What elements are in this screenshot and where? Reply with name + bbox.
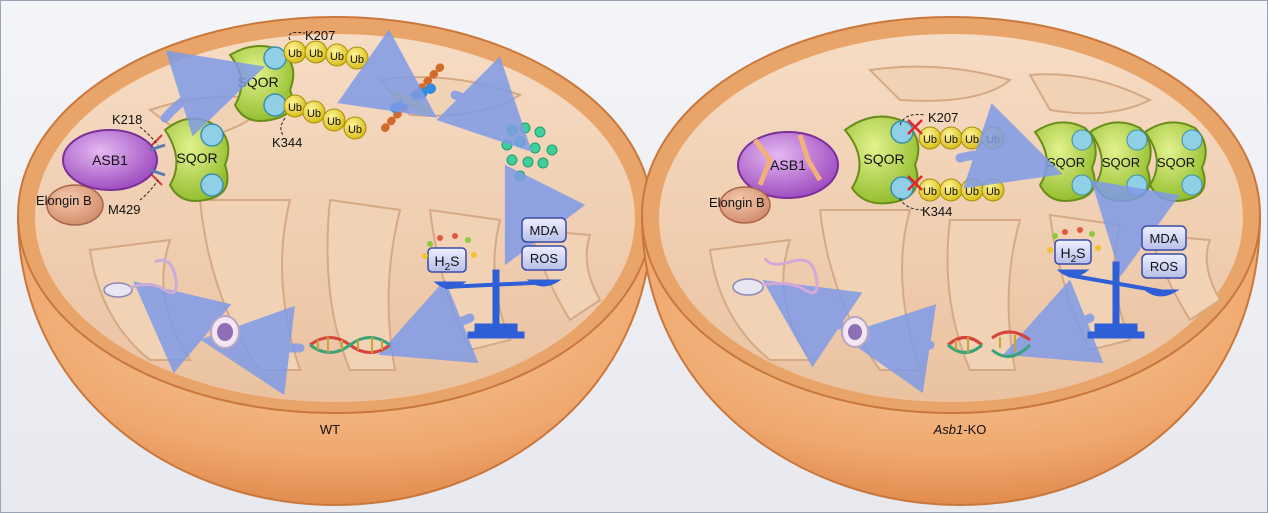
wt-caption: WT: [320, 422, 340, 437]
svg-text:Ub: Ub: [307, 108, 321, 120]
cell-icon-ko: [841, 316, 869, 348]
svg-text:Ub: Ub: [350, 54, 364, 66]
h2s-dots-ko: [1047, 227, 1101, 253]
sperm-icon: [103, 258, 178, 298]
k207-label-wt: K207: [305, 28, 335, 43]
inhibition-x-icon: [907, 119, 923, 191]
svg-text:Ub: Ub: [330, 51, 344, 63]
svg-text:Ub: Ub: [309, 48, 323, 60]
mda-label-wt: MDA: [530, 223, 559, 238]
ros-label-wt: ROS: [530, 251, 559, 266]
balance-scale-icon-ko: [1056, 261, 1180, 339]
flow-arrows-ko: [762, 103, 1180, 394]
mda-box-ko: [1141, 225, 1187, 251]
balance-scale-icon: [433, 269, 562, 339]
asb1-crack-ko: [753, 134, 823, 186]
svg-text:Ub: Ub: [986, 186, 1000, 198]
ros-box-ko: [1141, 253, 1187, 279]
dna-helix-icon-ko: [947, 330, 1032, 358]
elongin-b-blob-ko: [719, 186, 771, 224]
mda-box-wt: [521, 217, 567, 243]
svg-text:Ub: Ub: [944, 134, 958, 146]
flow-arrows-wt: [133, 29, 586, 396]
k207-label-ko: K207: [928, 110, 958, 125]
sqor-bound-pocket-bottom: [200, 173, 224, 197]
dna-helix-icon: [309, 336, 391, 354]
elongin-b-blob: [46, 184, 104, 226]
svg-text:Ub: Ub: [965, 186, 979, 198]
ros-box-wt: [521, 245, 567, 271]
sqor-bound-pocket-top: [200, 123, 224, 147]
svg-text:SQOR: SQOR: [1157, 155, 1195, 170]
svg-text:Ub: Ub: [288, 102, 302, 114]
k344-label-ko: K344: [922, 204, 952, 219]
mda-label-ko: MDA: [1150, 231, 1179, 246]
sqor-ub-label: SQOR: [237, 74, 278, 90]
m429-label: M429: [108, 202, 141, 217]
elongin-b-label-ko: Elongin B: [709, 195, 765, 210]
sqor-main-label-ko: SQOR: [863, 151, 904, 167]
ub-chain-bottom: Ub Ub Ub Ub: [283, 94, 367, 140]
svg-text:Ub: Ub: [923, 186, 937, 198]
svg-text:Ub: Ub: [923, 134, 937, 146]
h2s-dots-wt: [422, 233, 477, 259]
svg-text:Ub: Ub: [944, 186, 958, 198]
h2s-box-wt: [427, 247, 467, 273]
svg-text:Ub: Ub: [288, 48, 302, 60]
svg-text:Ub: Ub: [965, 134, 979, 146]
svg-text:Ub: Ub: [327, 116, 341, 128]
svg-text:Ub: Ub: [986, 134, 1000, 146]
k218-label: K218: [112, 112, 142, 127]
svg-text:Ub: Ub: [348, 124, 362, 136]
asb1-ellipse: [62, 129, 158, 191]
sqor-bound-label: SQOR: [176, 150, 217, 166]
sqor-accumulation: SQOR SQOR SQOR: [1033, 121, 1207, 202]
ko-caption: Asb1-KO: [933, 422, 987, 437]
k344-label-wt: K344: [272, 135, 302, 150]
h2s-label-ko: H2S: [1060, 245, 1085, 265]
asb1-label-ko: ASB1: [770, 157, 806, 173]
ros-label-ko: ROS: [1150, 259, 1179, 274]
h2s-label-wt: H2S: [434, 253, 459, 273]
panel-ko: ASB1 Elongin B SQOR Ub Ub Ub Ub Ub Ub Ub: [640, 16, 1262, 507]
panel-wt: Elongin B ASB1 SQOR K218 M429 SQOR Ub Ub: [16, 16, 654, 507]
h2s-box-ko: [1054, 239, 1092, 265]
binding-ticks: [149, 143, 166, 177]
asb1-label: ASB1: [92, 152, 128, 168]
sperm-icon-ko: [732, 257, 819, 296]
svg-text:SQOR: SQOR: [1102, 155, 1140, 170]
cell-icon: [210, 315, 240, 349]
elongin-b-label: Elongin B: [36, 193, 92, 208]
svg-text:SQOR: SQOR: [1047, 155, 1085, 170]
